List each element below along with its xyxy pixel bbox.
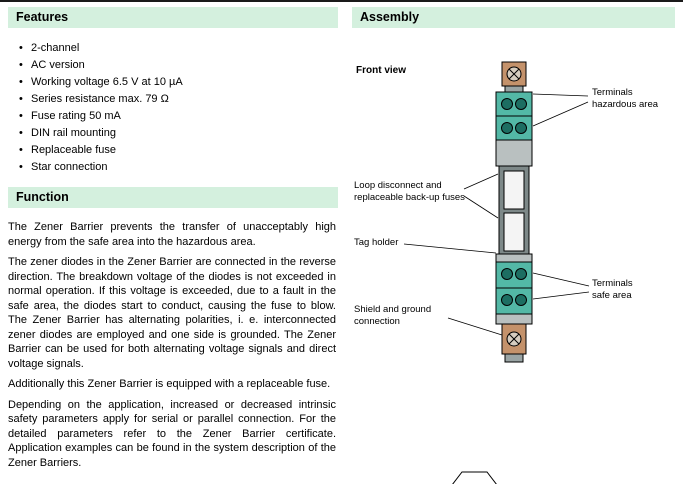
upper-housing-block bbox=[495, 139, 533, 167]
front-view-label: Front view bbox=[356, 65, 407, 76]
leader-terminals-hazardous-2 bbox=[532, 101, 589, 127]
leader-shield-ground bbox=[447, 317, 503, 336]
function-header: Function bbox=[8, 187, 338, 208]
zener-barrier-front-view-drawing bbox=[403, 61, 590, 484]
function-paragraph: The Zener Barrier prevents the transfer … bbox=[8, 221, 336, 248]
function-paragraph: Depending on the application, increased … bbox=[8, 398, 336, 469]
partial-next-figure-outline bbox=[452, 471, 497, 484]
feature-item: 2-channel bbox=[18, 40, 338, 57]
bottom-neck bbox=[504, 353, 524, 363]
feature-text: Star connection bbox=[31, 161, 108, 173]
features-header: Features bbox=[8, 7, 338, 28]
leader-fuses-1 bbox=[463, 173, 499, 190]
terminal-icon bbox=[515, 122, 527, 134]
fuse-lower bbox=[503, 212, 525, 252]
device-body bbox=[495, 61, 533, 363]
feature-item: Series resistance max. 79 Ω bbox=[18, 91, 338, 108]
features-title: Features bbox=[16, 10, 69, 24]
terminal-icon bbox=[501, 294, 513, 306]
function-body: The Zener Barrier prevents the transfer … bbox=[8, 220, 338, 470]
callout-terminals-safe-area: Terminals safe area bbox=[592, 278, 633, 301]
feature-text: Fuse rating 50 mA bbox=[31, 110, 121, 122]
top-screw-cross bbox=[508, 68, 520, 80]
function-title: Function bbox=[16, 190, 69, 204]
terminal-icon bbox=[515, 268, 527, 280]
feature-item: DIN rail mounting bbox=[18, 125, 338, 142]
right-column: Assembly bbox=[352, 7, 675, 484]
leader-terminals-safe-1 bbox=[532, 272, 590, 287]
leader-terminals-safe-2 bbox=[532, 291, 590, 300]
feature-text: Series resistance max. 79 Ω bbox=[31, 93, 169, 105]
terminals-safe-block bbox=[495, 261, 533, 315]
leader-terminals-hazardous-1 bbox=[532, 93, 589, 97]
feature-text: Replaceable fuse bbox=[31, 144, 117, 156]
features-list: 2-channel AC version Working voltage 6.5… bbox=[18, 40, 338, 176]
terminal-icon bbox=[501, 268, 513, 280]
terminal-icon bbox=[515, 98, 527, 110]
bottom-clamp bbox=[501, 323, 527, 363]
callout-leader-lines bbox=[403, 93, 590, 336]
assembly-diagram: Front view Terminals hazardous area Loop… bbox=[352, 32, 675, 484]
tag-holder-strip bbox=[495, 253, 533, 263]
assembly-header: Assembly bbox=[352, 7, 675, 28]
top-clamp bbox=[501, 61, 527, 93]
feature-item: Star connection bbox=[18, 159, 338, 176]
feature-text: AC version bbox=[31, 59, 85, 71]
terminal-icon bbox=[501, 122, 513, 134]
function-paragraph: Additionally this Zener Barrier is equip… bbox=[8, 378, 331, 390]
feature-item: Fuse rating 50 mA bbox=[18, 108, 338, 125]
top-neck bbox=[504, 85, 524, 93]
feature-text: DIN rail mounting bbox=[31, 127, 116, 139]
fuse-upper bbox=[503, 170, 525, 210]
terminal-icon bbox=[515, 294, 527, 306]
terminals-hazardous-block bbox=[495, 91, 533, 141]
feature-text: 2-channel bbox=[31, 42, 80, 54]
left-column: Features 2-channel AC version Working vo… bbox=[8, 7, 338, 470]
fuse-block bbox=[498, 165, 530, 255]
callout-shield-ground: Shield and ground connection bbox=[354, 304, 432, 327]
feature-item: Working voltage 6.5 V at 10 µA bbox=[18, 74, 338, 91]
lower-housing-block bbox=[495, 313, 533, 325]
callout-tag-holder: Tag holder bbox=[354, 237, 399, 248]
leader-tag-holder bbox=[403, 243, 497, 254]
callout-terminals-hazardous-area: Terminals hazardous area bbox=[592, 87, 659, 110]
feature-item: AC version bbox=[18, 57, 338, 74]
function-paragraph: The zener diodes in the Zener Barrier ar… bbox=[8, 256, 336, 370]
feature-text: Working voltage 6.5 V at 10 µA bbox=[31, 76, 183, 88]
leader-fuses-2 bbox=[463, 195, 499, 219]
assembly-title: Assembly bbox=[360, 10, 420, 24]
callout-loop-disconnect-fuses: Loop disconnect and replaceable back-up … bbox=[354, 180, 465, 203]
bottom-screw-cross bbox=[508, 333, 520, 345]
terminal-icon bbox=[501, 98, 513, 110]
feature-item: Replaceable fuse bbox=[18, 142, 338, 159]
